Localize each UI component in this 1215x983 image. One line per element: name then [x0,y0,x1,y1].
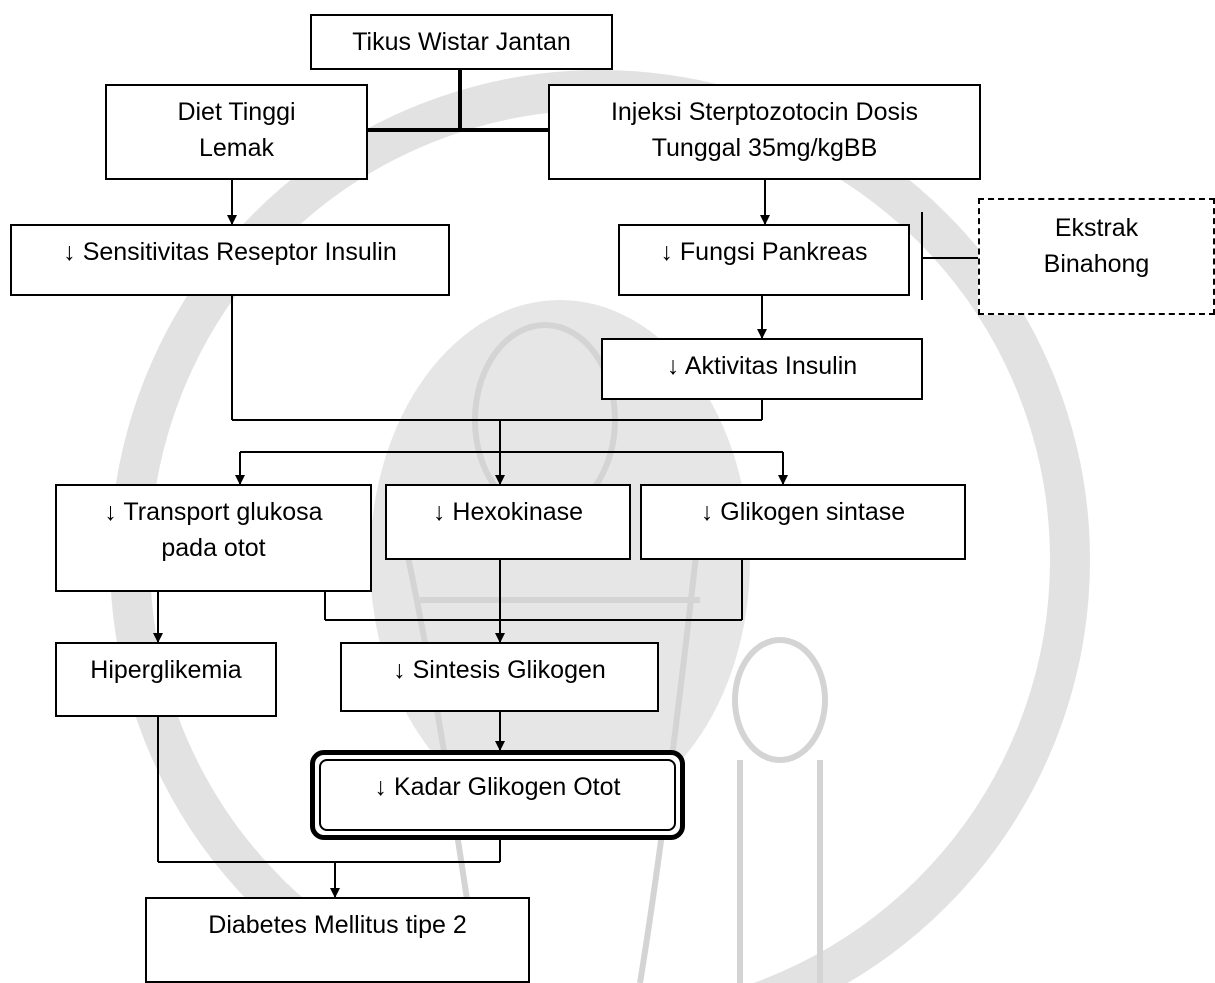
node-aktivitas-insulin: ↓ Aktivitas Insulin [601,338,923,400]
node-glikogen-sintase: ↓ Glikogen sintase [640,484,966,560]
node-sintesis-glikogen: ↓ Sintesis Glikogen [340,642,659,712]
node-tikus-wistar-jantan: Tikus Wistar Jantan [310,14,613,70]
node-kadar-inner-border: ↓ Kadar Glikogen Otot [319,759,676,831]
node-hiperglikemia: Hiperglikemia [55,642,277,717]
node-sensitivitas-reseptor-insulin: ↓ Sensitivitas Reseptor Insulin [10,224,450,296]
node-ekstrak-binahong: Ekstrak Binahong [978,198,1215,315]
node-fungsi-pankreas: ↓ Fungsi Pankreas [618,224,910,296]
node-hexokinase: ↓ Hexokinase [385,484,631,560]
node-kadar-glikogen-otot: ↓ Kadar Glikogen Otot [310,750,685,840]
node-transport-glukosa: ↓ Transport glukosa pada otot [55,484,372,592]
node-injeksi-streptozotocin: Injeksi Sterptozotocin Dosis Tunggal 35m… [548,84,981,180]
node-diabetes-mellitus-tipe-2: Diabetes Mellitus tipe 2 [145,897,530,983]
node-diet-tinggi-lemak: Diet Tinggi Lemak [105,84,368,180]
